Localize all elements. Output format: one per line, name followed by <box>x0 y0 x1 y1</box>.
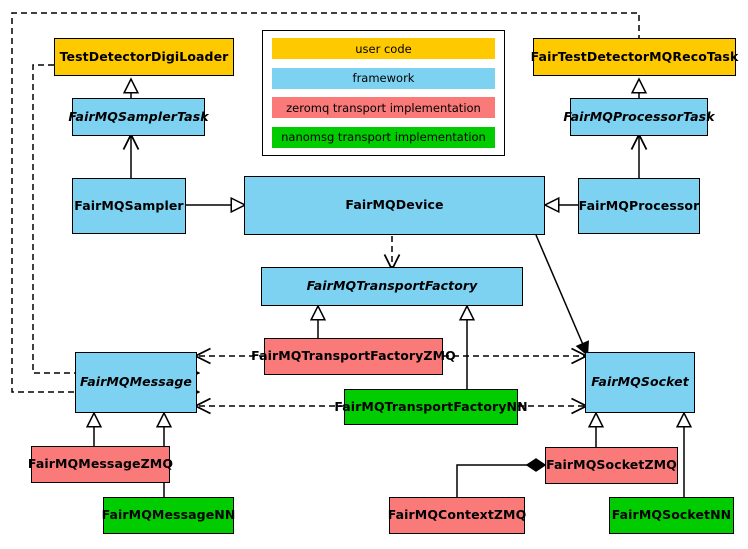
legend-label: user code <box>355 41 412 56</box>
node-label: FairMQMessage <box>79 374 192 390</box>
edge-socketzmq-composition-contextzmq <box>456 458 547 497</box>
node-label: FairMQProcessor <box>578 197 700 213</box>
node-fair-test-detector-mq-reco-task[interactable]: FairTestDetectorMQRecoTask <box>530 38 739 76</box>
node-fairmq-transport-factory-zmq[interactable]: FairMQTransportFactoryZMQ <box>251 338 456 375</box>
node-fairmq-transport-factory[interactable]: FairMQTransportFactory <box>261 267 523 306</box>
node-fairmq-processor-task[interactable]: FairMQProcessorTask <box>563 98 715 136</box>
node-label: FairMQMessageNN <box>101 507 236 523</box>
legend-label: nanomsg transport implementation <box>281 130 486 145</box>
node-test-detector-digi-loader[interactable]: TestDetectorDigiLoader <box>54 38 234 76</box>
node-fairmq-transport-factory-nn[interactable]: FairMQTransportFactoryNN <box>334 389 528 425</box>
legend-item-nanomsg-transport: nanomsg transport implementation <box>272 126 495 148</box>
node-label: FairMQSocketNN <box>611 507 732 523</box>
node-label: TestDetectorDigiLoader <box>59 48 229 64</box>
legend-label: framework <box>352 71 415 86</box>
node-label: FairMQSampler <box>74 197 184 213</box>
legend-label: zeromq transport implementation <box>286 100 481 115</box>
node-label: FairMQProcessorTask <box>563 108 715 124</box>
node-fairmq-socket-zmq[interactable]: FairMQSocketZMQ <box>545 447 678 484</box>
node-fairmq-socket-nn[interactable]: FairMQSocketNN <box>609 497 734 534</box>
edge-device-to-socket <box>535 234 587 354</box>
node-label: FairMQDevice <box>345 197 444 213</box>
node-fairmq-socket[interactable]: FairMQSocket <box>585 352 695 413</box>
node-label: FairMQMessageZMQ <box>27 456 174 472</box>
node-label: FairMQContextZMQ <box>387 507 527 523</box>
node-label: FairMQTransportFactoryZMQ <box>251 348 456 364</box>
node-fairmq-message[interactable]: FairMQMessage <box>75 352 197 413</box>
node-label: FairMQTransportFactoryNN <box>334 398 528 414</box>
legend-item-zeromq-transport: zeromq transport implementation <box>272 97 495 119</box>
node-fairmq-sampler-task[interactable]: FairMQSamplerTask <box>68 98 209 136</box>
legend-item-framework: framework <box>272 67 495 89</box>
node-label: FairTestDetectorMQRecoTask <box>530 48 739 64</box>
node-fairmq-device[interactable]: FairMQDevice <box>244 176 545 235</box>
node-label: FairMQSocket <box>591 374 689 390</box>
node-fairmq-message-nn[interactable]: FairMQMessageNN <box>101 497 236 534</box>
node-fairmq-processor[interactable]: FairMQProcessor <box>578 178 700 234</box>
node-label: FairMQSamplerTask <box>68 108 209 124</box>
node-label: FairMQSocketZMQ <box>546 457 677 473</box>
node-fairmq-message-zmq[interactable]: FairMQMessageZMQ <box>27 446 174 483</box>
node-label: FairMQTransportFactory <box>306 278 478 294</box>
legend-item-user-code: user code <box>272 38 495 59</box>
legend-panel: user code framework zeromq transport imp… <box>262 30 505 156</box>
node-fairmq-context-zmq[interactable]: FairMQContextZMQ <box>387 497 527 534</box>
node-fairmq-sampler[interactable]: FairMQSampler <box>72 178 186 234</box>
